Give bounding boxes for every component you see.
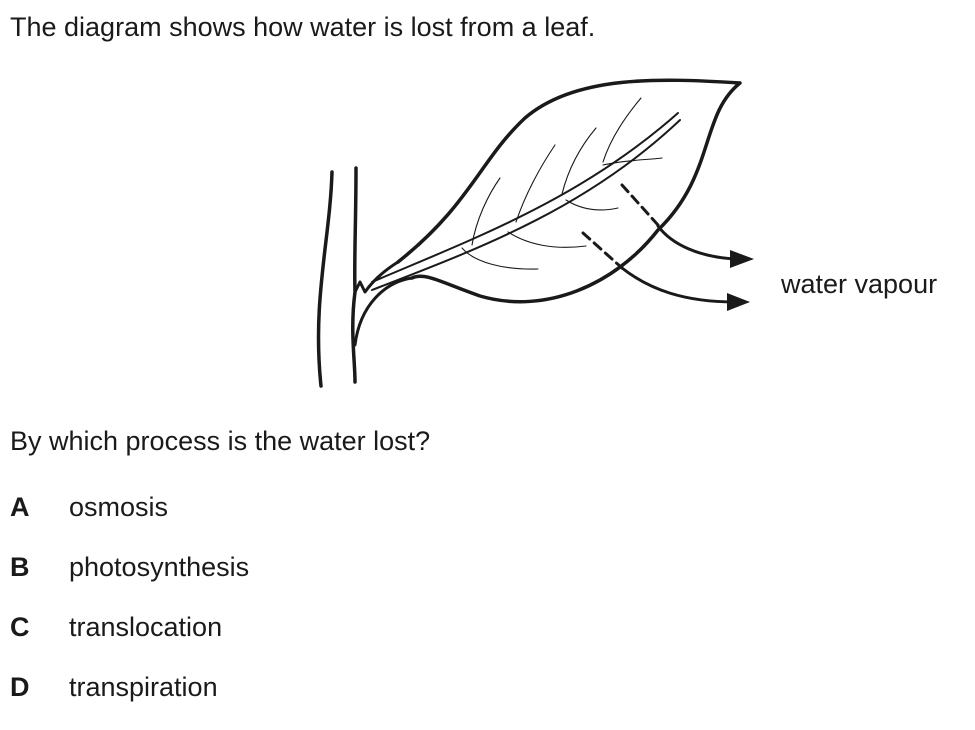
option-letter: C: [10, 612, 30, 642]
option-text: photosynthesis: [69, 552, 250, 582]
option-letter: A: [10, 492, 30, 522]
dashed-path-lower: [581, 231, 624, 270]
option-letter: B: [10, 552, 30, 582]
stem-left-edge: [316, 170, 334, 388]
question-intro: The diagram shows how water is lost from…: [10, 12, 596, 42]
petiole-lower: [353, 276, 414, 347]
arrow-lower-line: [620, 266, 737, 304]
leaf-outline: [396, 78, 742, 304]
water-vapour-label: water vapour: [781, 269, 938, 299]
dashed-path-upper: [620, 183, 660, 227]
midrib-upper: [371, 112, 679, 283]
arrow-upper-head: [730, 250, 754, 268]
leaf-veins: [461, 97, 663, 270]
stem-right-edge: [351, 166, 358, 384]
option-text: translocation: [69, 612, 223, 642]
option-letter: D: [10, 672, 30, 702]
arrow-upper-line: [656, 224, 737, 261]
midrib-lower: [371, 119, 681, 291]
option-text: transpiration: [69, 672, 218, 702]
option-text: osmosis: [69, 492, 169, 522]
leaf-diagram: [316, 78, 754, 388]
question-prompt: By which process is the water lost?: [10, 426, 431, 456]
arrow-lower-head: [727, 293, 750, 311]
